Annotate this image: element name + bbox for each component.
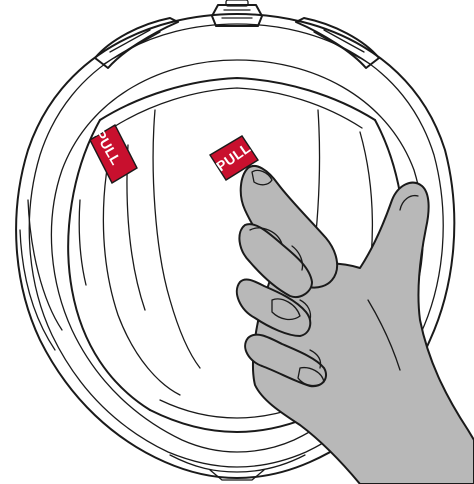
pull-tab-left: PULL xyxy=(90,125,137,183)
hand-icon xyxy=(237,166,474,484)
